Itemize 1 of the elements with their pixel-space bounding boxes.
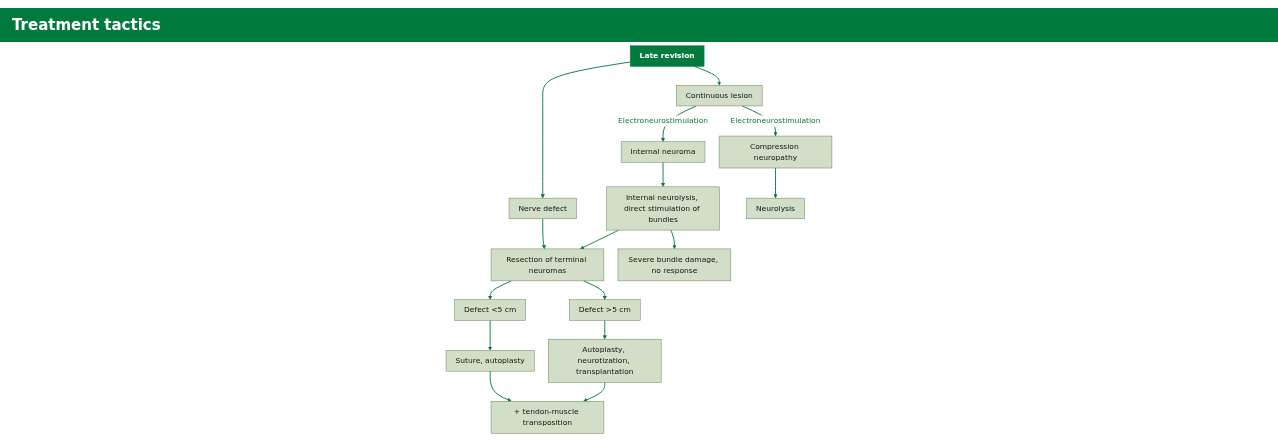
header-bar: Treatment tactics xyxy=(0,8,1278,42)
